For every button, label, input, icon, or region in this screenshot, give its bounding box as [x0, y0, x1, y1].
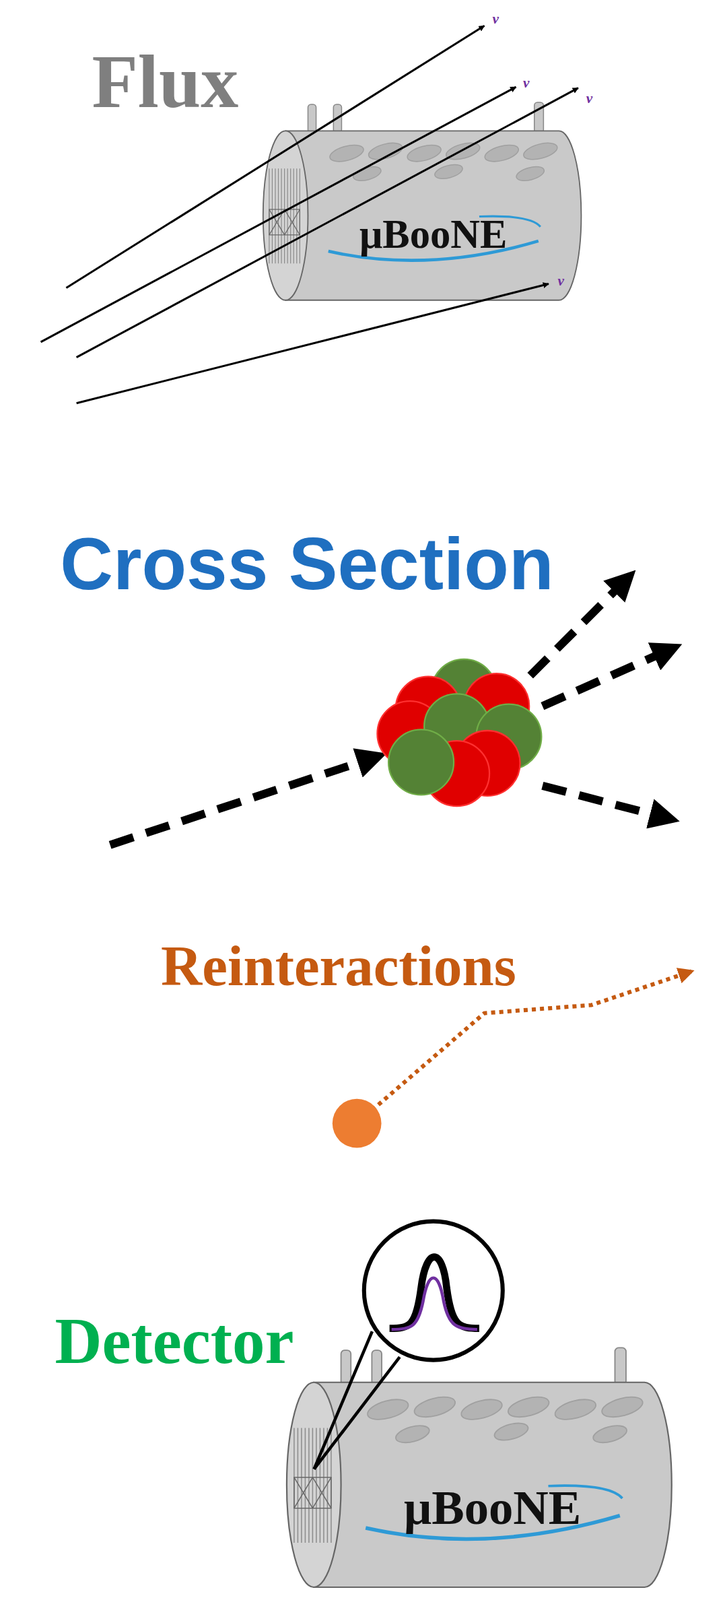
section-heading: Flux	[91, 43, 239, 120]
section-heading: Reinteractions	[160, 937, 517, 995]
detector-logo: μBooNE	[359, 214, 507, 256]
detector-logo: μBooNE	[403, 1482, 581, 1532]
section-heading: Detector	[54, 1307, 294, 1374]
neutrino-symbol: ν	[557, 273, 564, 289]
neutrino-symbol: ν	[523, 76, 530, 91]
section-heading: Cross Section	[59, 527, 554, 601]
neutrino-symbol: ν	[492, 12, 499, 27]
neutrino-symbol: ν	[586, 91, 593, 106]
